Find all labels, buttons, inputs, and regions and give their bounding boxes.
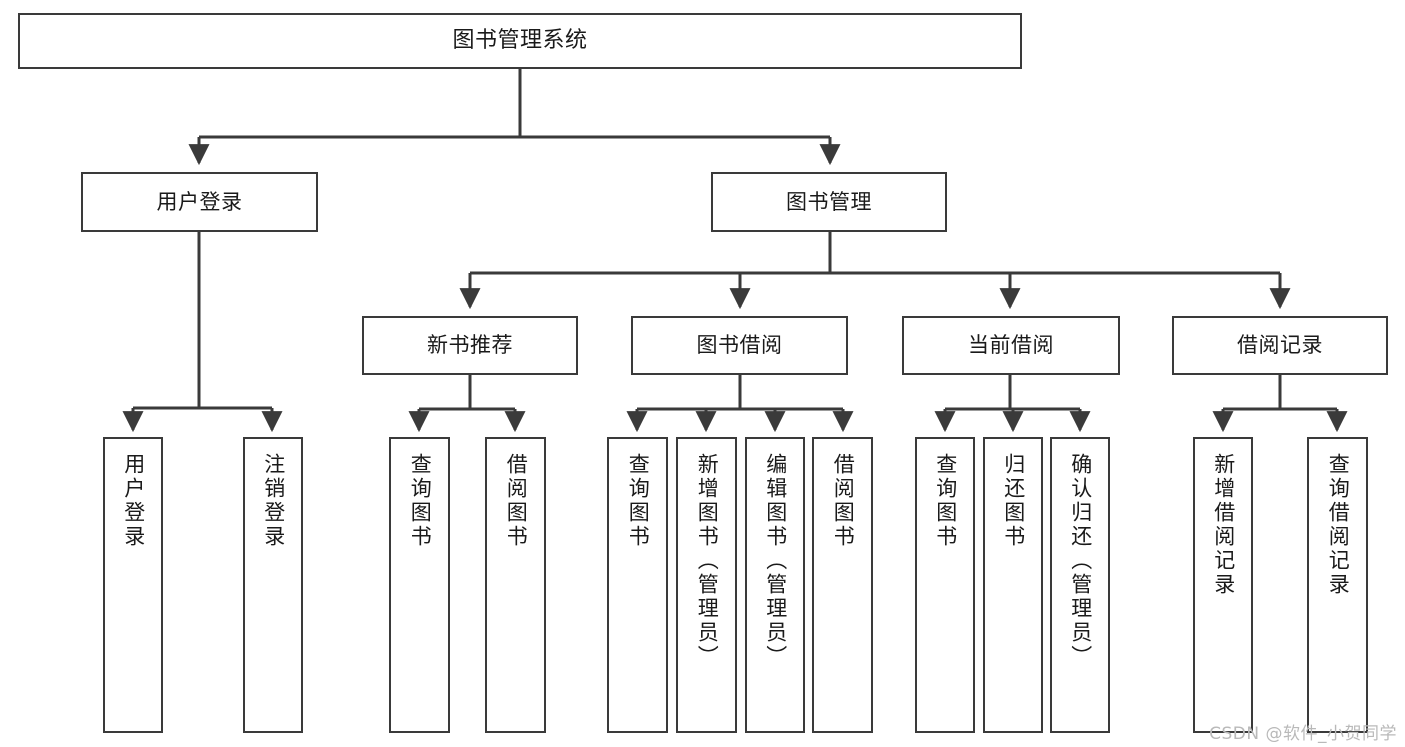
- node-user-login-label: 用户登录: [156, 189, 243, 214]
- node-query-book-rec-label: 查询图书: [408, 453, 433, 549]
- node-confirm-return-admin[interactable]: 确认归还（管理员）: [1050, 437, 1110, 733]
- node-edit-book-admin-label: 编辑图书（管理员）: [763, 453, 788, 669]
- node-logout-login-label: 注销登录: [261, 453, 286, 549]
- node-borrow-record[interactable]: 借阅记录: [1172, 316, 1388, 375]
- node-query-book-current[interactable]: 查询图书: [915, 437, 975, 733]
- node-return-book[interactable]: 归还图书: [983, 437, 1043, 733]
- node-query-book-rec[interactable]: 查询图书: [389, 437, 450, 733]
- node-user-login[interactable]: 用户登录: [103, 437, 163, 733]
- node-add-book-admin-label: 新增图书（管理员）: [695, 453, 720, 669]
- node-query-book-borrow-label: 查询图书: [626, 453, 651, 549]
- node-user-login[interactable]: 用户登录: [81, 172, 318, 232]
- node-book-borrow[interactable]: 图书借阅: [631, 316, 848, 375]
- node-root[interactable]: 图书管理系统: [18, 13, 1022, 69]
- node-root-label: 图书管理系统: [452, 28, 588, 54]
- node-book-borrow-label: 图书借阅: [696, 333, 783, 358]
- node-logout-login[interactable]: 注销登录: [243, 437, 303, 733]
- node-borrow-book-rec-label: 借阅图书: [504, 453, 529, 549]
- node-edit-book-admin[interactable]: 编辑图书（管理员）: [745, 437, 805, 733]
- node-current-borrow[interactable]: 当前借阅: [902, 316, 1120, 375]
- node-return-book-label: 归还图书: [1001, 453, 1026, 549]
- node-user-login-label: 用户登录: [121, 453, 146, 549]
- node-query-book-current-label: 查询图书: [933, 453, 958, 549]
- node-query-borrow-record[interactable]: 查询借阅记录: [1307, 437, 1368, 733]
- node-borrow-book-rec[interactable]: 借阅图书: [485, 437, 546, 733]
- node-book-management-label: 图书管理: [786, 189, 872, 214]
- watermark: CSDN @软件_小贺同学: [1209, 724, 1397, 744]
- node-query-borrow-record-label: 查询借阅记录: [1326, 453, 1351, 597]
- node-borrow-book[interactable]: 借阅图书: [812, 437, 873, 733]
- node-query-book-borrow[interactable]: 查询图书: [607, 437, 668, 733]
- node-new-book-recommend-label: 新书推荐: [427, 333, 513, 358]
- node-borrow-book-label: 借阅图书: [831, 453, 856, 549]
- node-borrow-record-label: 借阅记录: [1237, 333, 1323, 358]
- node-add-borrow-record-label: 新增借阅记录: [1211, 453, 1236, 597]
- node-book-management[interactable]: 图书管理: [711, 172, 947, 232]
- node-confirm-return-admin-label: 确认归还（管理员）: [1068, 453, 1093, 669]
- node-add-borrow-record[interactable]: 新增借阅记录: [1193, 437, 1253, 733]
- node-add-book-admin[interactable]: 新增图书（管理员）: [676, 437, 737, 733]
- node-new-book-recommend[interactable]: 新书推荐: [362, 316, 578, 375]
- node-current-borrow-label: 当前借阅: [968, 333, 1054, 358]
